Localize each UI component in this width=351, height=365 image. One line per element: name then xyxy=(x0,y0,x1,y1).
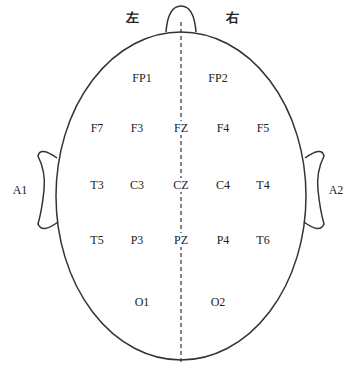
right-ear xyxy=(304,151,324,228)
nose xyxy=(166,6,196,32)
midline xyxy=(180,22,181,362)
electrode-label: T4 xyxy=(254,178,271,192)
side-label: 左 xyxy=(124,10,141,25)
electrode-label: A1 xyxy=(11,183,30,197)
electrode-label: A2 xyxy=(327,183,346,197)
electrode-label: F5 xyxy=(255,121,272,135)
electrode-label: FP1 xyxy=(130,71,153,85)
electrode-label: PZ xyxy=(172,233,190,247)
electrode-label: F4 xyxy=(215,121,232,135)
electrode-label: C3 xyxy=(128,178,146,192)
electrode-label: P3 xyxy=(129,233,146,247)
electrode-label: FP2 xyxy=(206,71,229,85)
electrode-label: O2 xyxy=(209,295,228,309)
electrode-label: P4 xyxy=(215,233,232,247)
electrode-label: F7 xyxy=(89,121,106,135)
electrode-label: CZ xyxy=(171,178,190,192)
electrode-label: T3 xyxy=(88,178,105,192)
electrode-label: T5 xyxy=(88,233,105,247)
left-ear xyxy=(38,151,58,228)
electrode-label: O1 xyxy=(133,295,152,309)
electrode-label: FZ xyxy=(172,121,190,135)
side-label: 右 xyxy=(224,10,241,25)
electrode-label: F3 xyxy=(129,121,146,135)
electrode-label: T6 xyxy=(254,233,271,247)
electrode-label: C4 xyxy=(214,178,232,192)
